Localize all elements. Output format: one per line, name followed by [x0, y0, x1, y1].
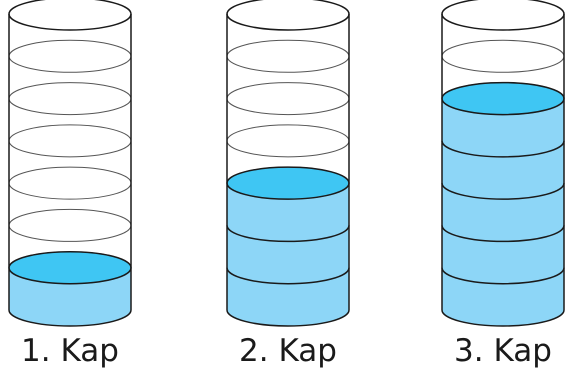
level-line-back	[226, 82, 350, 99]
level-line-back	[441, 39, 565, 57]
container-2	[226, 0, 350, 327]
level-line-front	[441, 140, 565, 158]
level-line-front	[441, 267, 565, 285]
container-base	[441, 309, 565, 327]
level-line-back	[226, 124, 350, 141]
level-line-front	[226, 98, 350, 116]
container-3-label: 3. Kap	[454, 333, 552, 369]
level-line-front	[8, 140, 132, 158]
level-line-front	[8, 225, 132, 242]
level-line-front	[8, 183, 132, 200]
container-2-label: 2. Kap	[239, 333, 337, 369]
level-line-front	[226, 140, 350, 158]
water-surface	[441, 81, 565, 116]
container-rim	[8, 0, 132, 31]
level-line-back	[8, 208, 132, 226]
level-line-back	[8, 124, 132, 141]
level-line-front	[441, 56, 565, 73]
level-line-front	[8, 98, 132, 116]
level-line-front	[441, 225, 565, 243]
level-line-back	[8, 39, 132, 57]
water-surface	[8, 250, 132, 285]
container-1-label: 1. Kap	[21, 333, 119, 369]
container-3	[441, 0, 565, 327]
container-base	[8, 309, 132, 327]
water-body	[227, 183, 349, 326]
container-1	[8, 0, 132, 327]
water-body	[442, 98, 564, 326]
level-line-front	[226, 267, 350, 285]
container-rim	[441, 0, 565, 31]
container-rim	[226, 0, 350, 31]
level-line-front	[226, 56, 350, 73]
container-base	[226, 309, 350, 327]
water-surface	[226, 166, 350, 200]
level-line-front	[226, 225, 350, 243]
level-line-front	[441, 183, 565, 200]
level-line-back	[8, 166, 132, 184]
level-line-back	[226, 39, 350, 57]
level-line-front	[8, 56, 132, 73]
level-line-back	[8, 82, 132, 99]
